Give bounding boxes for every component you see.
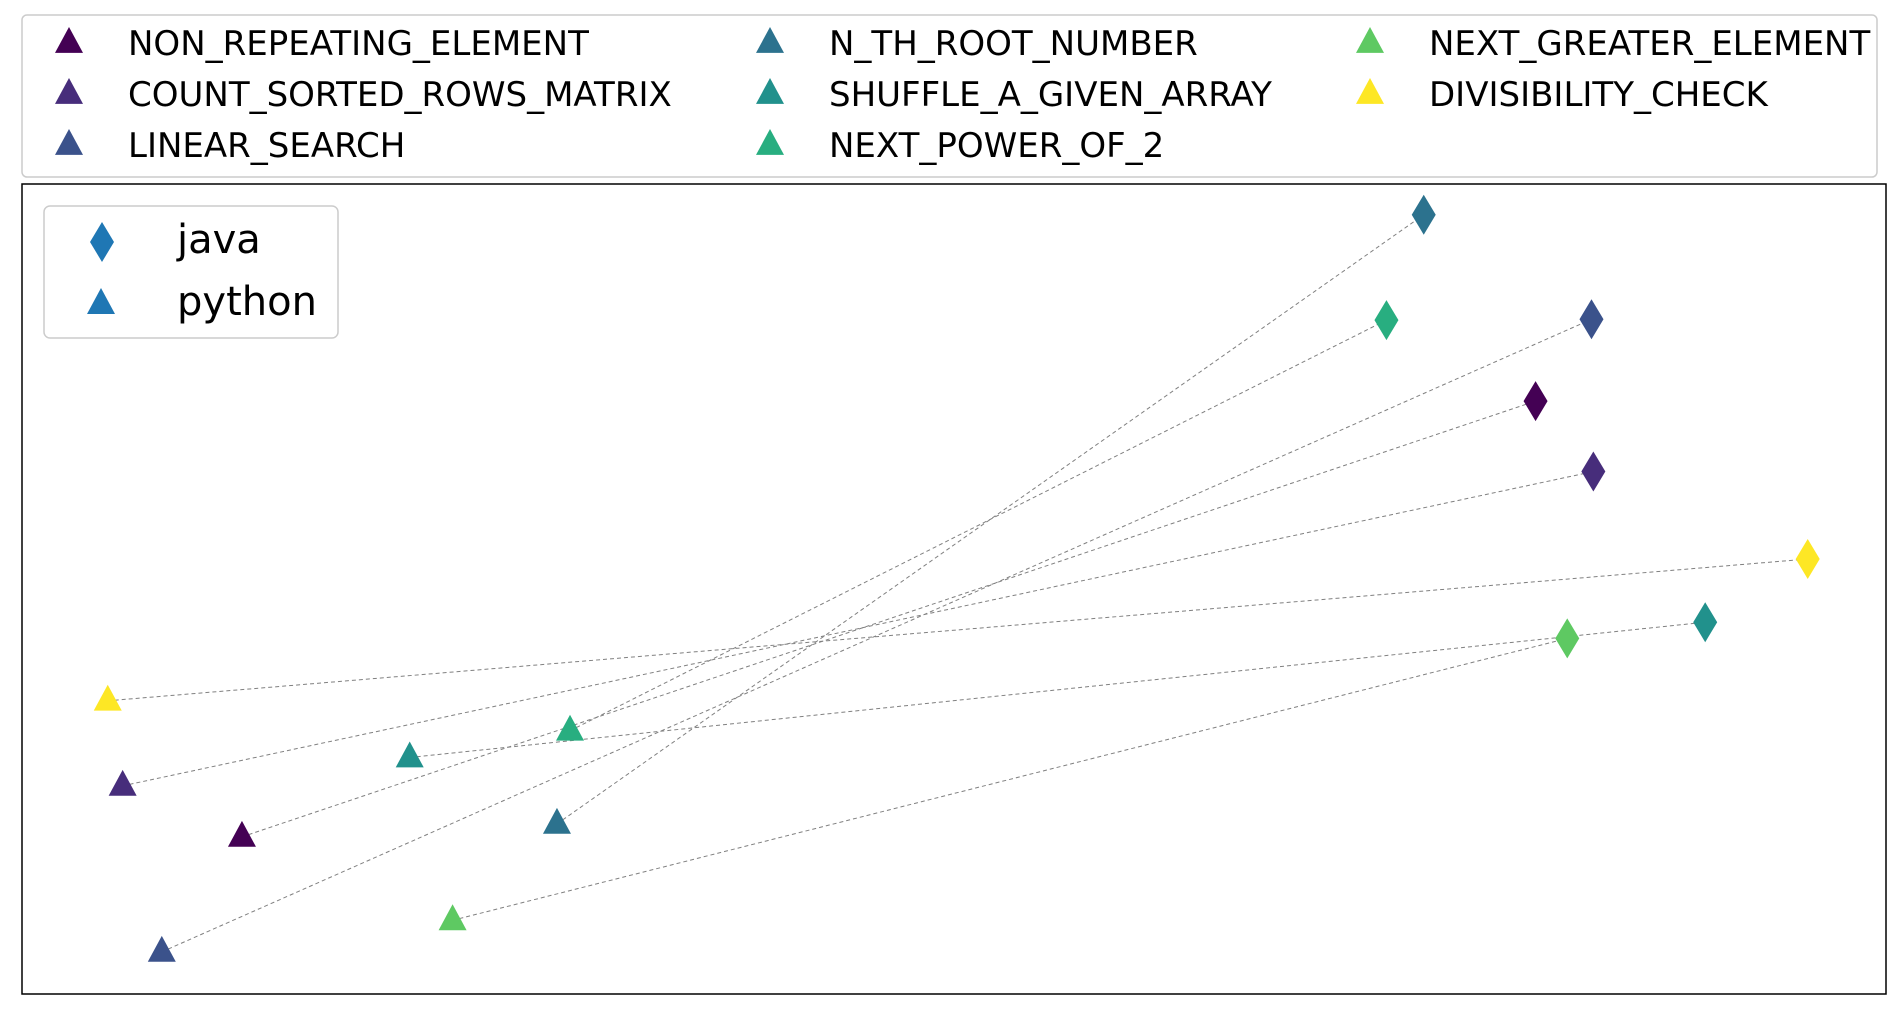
problems-legend: NON_REPEATING_ELEMENT COUNT_SORTED_ROWS_M… — [21, 14, 1878, 178]
python-triangle-icon — [87, 288, 115, 314]
legend-marker-n-th-root-number — [756, 27, 784, 53]
connection-lines — [107, 214, 1808, 953]
legend-label-divisibility-check: DIVISIBILITY_CHECK — [1429, 75, 1769, 115]
python-point-n-th-root-number — [542, 807, 571, 834]
java-point-linear-search — [1579, 299, 1604, 340]
data-markers — [93, 194, 1820, 962]
legend-label-non-repeating-element: NON_REPEATING_ELEMENT — [128, 24, 589, 64]
legend-label-next-greater-element: NEXT_GREATER_ELEMENT — [1429, 24, 1870, 64]
legend-marker-next-power-of-2 — [756, 129, 784, 155]
link-count-sorted-rows-matrix — [122, 471, 1594, 787]
java-point-n-th-root-number — [1411, 194, 1436, 235]
legend-label-linear-search: LINEAR_SEARCH — [128, 126, 405, 166]
java-point-next-greater-element — [1555, 618, 1580, 659]
link-non-repeating-element — [241, 400, 1536, 838]
legend-marker-shuffle-a-given-array — [756, 78, 784, 104]
python-point-count-sorted-rows-matrix — [108, 769, 137, 796]
legend-marker-next-greater-element — [1356, 27, 1384, 53]
legend-label-n-th-root-number: N_TH_ROOT_NUMBER — [829, 24, 1198, 64]
link-divisibility-check — [107, 558, 1808, 702]
java-diamond-icon — [90, 222, 114, 262]
python-point-non-repeating-element — [227, 820, 256, 847]
legend-label-count-sorted-rows-matrix: COUNT_SORTED_ROWS_MATRIX — [128, 75, 672, 115]
python-point-next-greater-element — [438, 904, 467, 931]
python-point-next-power-of-2 — [556, 714, 585, 741]
python-point-divisibility-check — [93, 684, 122, 711]
legend-label-python: python — [177, 279, 317, 325]
java-point-shuffle-a-given-array — [1693, 602, 1718, 643]
link-n-th-root-number — [556, 214, 1425, 825]
java-point-divisibility-check — [1795, 539, 1820, 580]
legend-marker-non-repeating-element — [55, 27, 83, 53]
language-legend: java python — [43, 205, 339, 339]
legend-marker-linear-search — [55, 129, 83, 155]
plot-area — [21, 183, 1887, 995]
python-point-linear-search — [147, 935, 176, 962]
legend-marker-divisibility-check — [1356, 78, 1384, 104]
link-next-power-of-2 — [569, 319, 1387, 732]
legend-label-next-power-of-2: NEXT_POWER_OF_2 — [829, 126, 1164, 166]
java-point-non-repeating-element — [1523, 381, 1548, 422]
legend-label-shuffle-a-given-array: SHUFFLE_A_GIVEN_ARRAY — [829, 75, 1272, 115]
link-shuffle-a-given-array — [409, 621, 1706, 758]
link-next-greater-element — [452, 637, 1568, 921]
java-point-count-sorted-rows-matrix — [1581, 451, 1606, 492]
link-linear-search — [161, 318, 1592, 953]
problems-legend-frame — [21, 14, 1878, 178]
language-legend-frame — [43, 205, 339, 339]
legend-marker-count-sorted-rows-matrix — [55, 78, 83, 104]
java-point-next-power-of-2 — [1374, 300, 1399, 341]
legend-label-java: java — [176, 217, 261, 263]
python-point-shuffle-a-given-array — [395, 741, 424, 768]
